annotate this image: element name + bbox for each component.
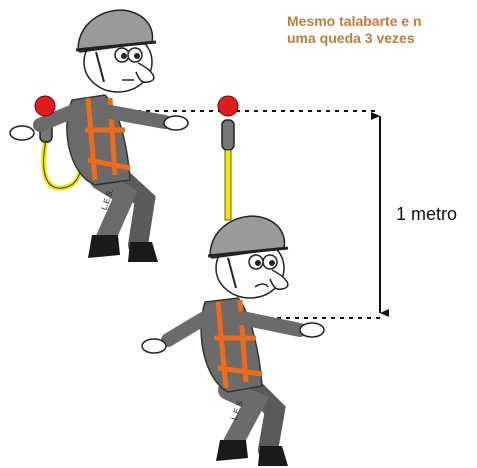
caption-line-2: uma queda 3 vezes [287,30,415,46]
caption-line-1: Mesmo talabarte e n [287,13,422,29]
boot-bottom-front [216,440,248,461]
snap-hook-right-top [221,119,235,151]
hand-bottom-right [299,322,325,338]
worker-top: L.E.S. [9,9,189,262]
harness-top [85,97,131,181]
boot-top-front [88,235,120,258]
boot-bottom-back [258,446,288,466]
boot-top-back [128,242,158,262]
helmet-top [77,9,154,53]
lanyard-right [224,149,232,221]
harness-bottom [214,299,263,389]
worker-bottom: L.E.S. [141,215,325,466]
hand-top-right [163,115,189,131]
hand-top-left [9,125,35,141]
fall-distance-label: 1 metro [396,204,458,224]
hand-bottom-left [141,338,167,354]
anchor-point-left [34,95,56,117]
caption: Mesmo talabarte e n uma queda 3 vezes [287,13,477,47]
helmet-bottom [209,215,286,259]
anchor-point-right [217,95,239,117]
